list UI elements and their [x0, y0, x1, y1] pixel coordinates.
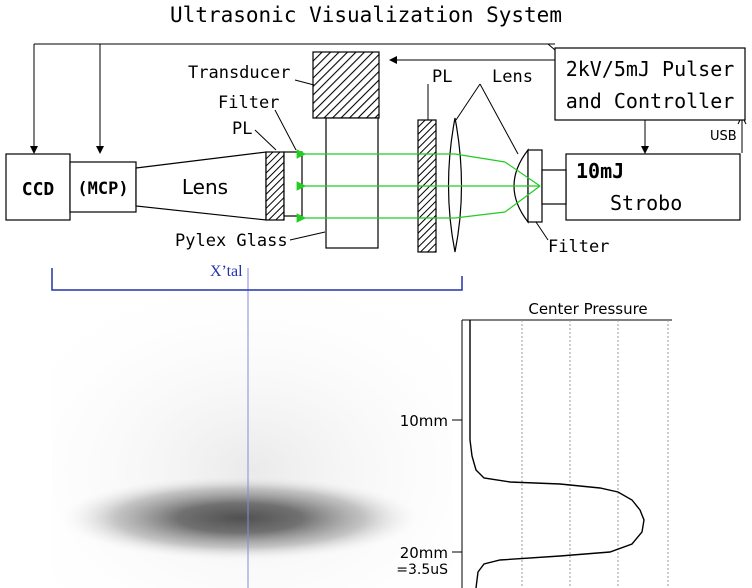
lens-top-label: Lens	[492, 67, 533, 87]
pulser-label-line2: and Controller	[566, 89, 735, 113]
diagram-title: Ultrasonic Visualization System	[170, 3, 562, 27]
xtal-label: X’tal	[210, 263, 243, 280]
visualization-image	[52, 268, 452, 588]
pulser-label-line1: 2kV/5mJ Pulser	[566, 57, 735, 81]
center-pressure-title: Center Pressure	[528, 300, 647, 318]
camera-lens-label: Lens	[182, 175, 228, 199]
strobo-connector	[541, 169, 567, 205]
filter-top-label: Filter	[218, 93, 279, 113]
crystal-bracket	[51, 268, 463, 291]
ccd-box	[5, 153, 71, 221]
strobo-label-line1: 10mJ	[576, 159, 624, 183]
filter-bottom-label: Filter	[548, 237, 609, 257]
mcp-box	[69, 161, 137, 213]
ccd-label: CCD	[22, 179, 55, 200]
transducer	[312, 51, 380, 119]
left-filter	[283, 151, 303, 217]
mcp-label: (MCP)	[77, 179, 128, 199]
pressure-field-blob	[62, 476, 418, 560]
pl-left-label: PL	[232, 119, 252, 139]
pylex-glass-label: Pylex Glass	[175, 231, 288, 251]
usb-label: USB	[710, 129, 737, 144]
tick-20mm-label: 20mm	[400, 544, 448, 562]
control-wiring	[30, 43, 747, 154]
pylex-glass	[325, 117, 379, 249]
tick-10mm-label: 10mm	[400, 412, 448, 430]
strobo-label-line2: Strobo	[610, 191, 682, 215]
transducer-label: Transducer	[188, 63, 290, 83]
pulser-controller-box	[554, 47, 746, 121]
light-rays	[296, 149, 541, 223]
callout-lines	[254, 79, 549, 241]
left-polarizer	[265, 151, 285, 221]
pressure-curve	[469, 320, 645, 588]
collimating-lens	[447, 117, 463, 253]
tick-20mm-sublabel: =3.5uS	[396, 562, 448, 578]
center-pressure-plot: Center Pressure 10mm 20mm =3.5uS	[396, 300, 672, 588]
pl-mid-label: PL	[432, 67, 452, 87]
